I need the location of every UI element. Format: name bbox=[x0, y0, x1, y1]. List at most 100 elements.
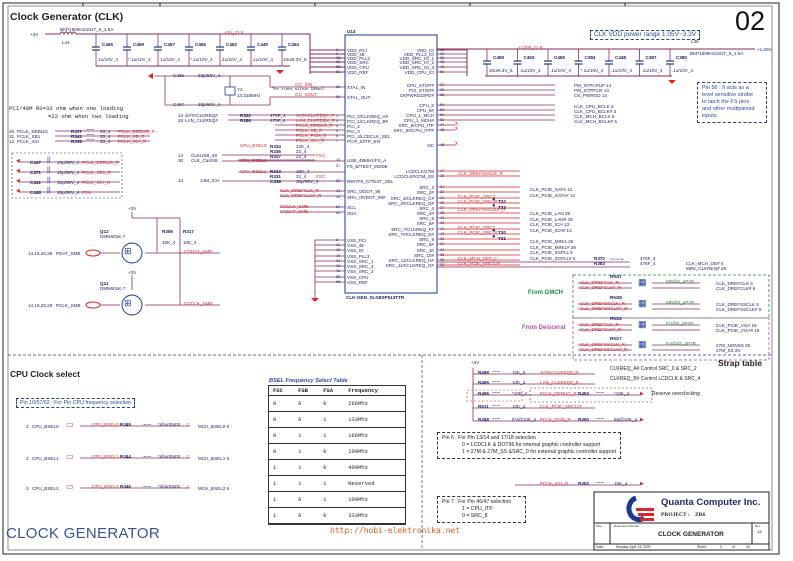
capacitor-ref: C463 bbox=[523, 55, 535, 60]
page-ref: 14 bbox=[178, 113, 184, 118]
net-label: CPU_BSEL0 bbox=[92, 422, 119, 427]
company-name: Quanta Computer Inc. bbox=[661, 497, 761, 508]
resistor-value: 33p/50V_4 bbox=[296, 179, 319, 184]
power-105v-label: +1.05V bbox=[757, 47, 772, 52]
bsel-header-cell: FSA bbox=[319, 386, 345, 396]
page-title: Clock Generator (CLK) bbox=[10, 11, 124, 23]
ic-pin-number: 8 bbox=[336, 237, 339, 242]
net-label: PCLK_PCM_R bbox=[540, 417, 571, 422]
connector-icon: ▭ bbox=[66, 452, 74, 461]
size-label: Size bbox=[596, 524, 602, 528]
resistor-value: 22_4 bbox=[296, 154, 307, 159]
inductor-l36: L36 bbox=[691, 39, 699, 44]
output-net-label: MCH_BSEL1 6 bbox=[198, 456, 230, 461]
capacitor-ref: C455 bbox=[554, 55, 565, 60]
resistor-ref: R456 bbox=[478, 391, 489, 396]
output-net-label: PM_STPCPU# 14 bbox=[574, 83, 612, 88]
net-label: CGDAT_SMB bbox=[280, 209, 309, 214]
arrow-icon: ▶ bbox=[640, 417, 644, 423]
rev-value: 1A bbox=[757, 529, 762, 534]
net-label: CLK_DREFSSCLK#_R bbox=[580, 347, 628, 352]
capacitor-ref: C454 bbox=[288, 42, 299, 47]
resistor-symbol-icon: ~~ bbox=[596, 390, 605, 397]
net-label: CLK_DREFSSCLK#_R bbox=[458, 207, 506, 212]
ic-pin-name: VDD_SRC bbox=[347, 59, 369, 65]
ic-pin-number: 29 bbox=[336, 263, 341, 268]
ic-pin-number: 58 bbox=[336, 279, 341, 284]
net-label: CLK_DREFCLK_R bbox=[580, 280, 619, 285]
strap-table-title: Strap table bbox=[718, 358, 762, 368]
ic-pin-number: 1 bbox=[336, 113, 339, 118]
ic-pin-name: SRC_2 bbox=[419, 184, 434, 190]
resistor-value: 475F_4 bbox=[640, 256, 656, 261]
resistor-value: 10K_4 bbox=[296, 169, 310, 174]
capacitor-value: 10p/50V_4 bbox=[57, 180, 80, 185]
no-connect-icon: x bbox=[455, 141, 458, 147]
ic-u13-body bbox=[344, 34, 438, 294]
pci-rs-note-1: PCI/48M RS=33 ohm when one loading bbox=[9, 105, 124, 112]
resistor-network-icon: ▦ bbox=[638, 339, 647, 349]
bsel-cell: 1 bbox=[294, 427, 320, 444]
ic-pin-name: VDD_SRC_IO_2 bbox=[399, 59, 434, 65]
net-label: FSA bbox=[82, 190, 91, 195]
ic-pin-number: 48 bbox=[440, 142, 445, 147]
net-label: PCLK_SB_R bbox=[296, 128, 323, 133]
net-label: PCLK_ICH_R bbox=[82, 180, 111, 185]
net-label: PCLK_DEBUG_R bbox=[118, 129, 155, 134]
page-ref: 14 bbox=[178, 178, 184, 183]
ic-pin-name: VDD_SRC_IO_3 bbox=[399, 64, 434, 70]
bsel-cell: 1 bbox=[269, 459, 295, 476]
input-net-label: CPU_BSEL0 bbox=[32, 424, 59, 429]
ic-pin-name: VSS_PCI bbox=[347, 237, 367, 243]
sheet-label: Sheet bbox=[697, 545, 706, 549]
ic-pin-name: VDD_IO bbox=[416, 47, 434, 53]
input-net-label: PCLK_SB1 bbox=[17, 134, 41, 139]
resistor-symbol-icon: ~~ bbox=[596, 416, 605, 423]
capacitor-value: *.1u/10V_4 bbox=[128, 57, 151, 62]
bsel-cell: 0 bbox=[269, 395, 295, 412]
output-net-label: MCH_BSEL0 6 bbox=[198, 424, 230, 429]
power-3v-label: +3V bbox=[30, 32, 39, 37]
bsel-cell: Reserved bbox=[344, 475, 405, 492]
ic-pin-number: 13 bbox=[336, 188, 341, 193]
test-point-icon: ● bbox=[492, 197, 496, 203]
capacitor-value: .1u/10V_4 bbox=[550, 68, 571, 73]
bsel-cell: 0 bbox=[294, 411, 320, 428]
strap-3v-label: +3V bbox=[471, 360, 480, 365]
resistor-ref: R383 bbox=[594, 261, 605, 266]
ic-pin-number: 7 bbox=[336, 138, 339, 143]
bsel-cell: 200Mhz bbox=[344, 443, 405, 460]
pin6-note: Pin 6 : For Pin 13/14 and 17/18 selectio… bbox=[437, 432, 622, 459]
net-label: CLK_DREFCLK#_R bbox=[580, 285, 622, 290]
resistor-value: EV@10K_4 bbox=[512, 417, 537, 422]
input-net-label: SATACLKREQ# bbox=[185, 113, 218, 118]
capacitor-value: .1u/10V_4 bbox=[221, 57, 242, 62]
resistor-ref: R342 bbox=[71, 134, 82, 139]
resistor-ref: R353 bbox=[578, 481, 589, 486]
ic-pin-number: 9 bbox=[336, 51, 339, 56]
input-net-label: CLKUSB_48 bbox=[191, 153, 218, 158]
footer-title: CLOCK GENERATOR bbox=[6, 525, 160, 542]
clkreq-b-note: CLKREQ_B# Control LCDCLK & SRC_4 bbox=[610, 376, 701, 382]
net-cg-xin: CG_XIN bbox=[295, 82, 313, 87]
resistor-ref: R346 bbox=[120, 484, 131, 489]
page-ref: 14,16,26,28 bbox=[28, 251, 53, 256]
capacitor-ref: C456 bbox=[195, 42, 206, 47]
ic-pin-number: 60 bbox=[336, 84, 341, 89]
sheet-total: 44 bbox=[746, 545, 750, 549]
bsel-header-cell: Frequency bbox=[344, 386, 405, 396]
ic-pin-number: 38 bbox=[440, 87, 445, 92]
ic-part-number: CLK-GEN_SLG8SP513TTR bbox=[346, 295, 405, 300]
xtal-frequency: 14.318MHz bbox=[237, 93, 261, 98]
resistor-symbol-icon: ~~~ bbox=[610, 255, 625, 264]
bsel-cell: 1 bbox=[319, 475, 345, 492]
output-net-label: CLK_PCIE_SATA 12 bbox=[530, 187, 573, 192]
ic-pin-name: LCDCLK#/27M_SS bbox=[394, 173, 434, 179]
bsel-table-title: BSEL Frequency Select Table bbox=[269, 378, 348, 384]
ic-pin-name: SRC_2# bbox=[416, 189, 434, 195]
